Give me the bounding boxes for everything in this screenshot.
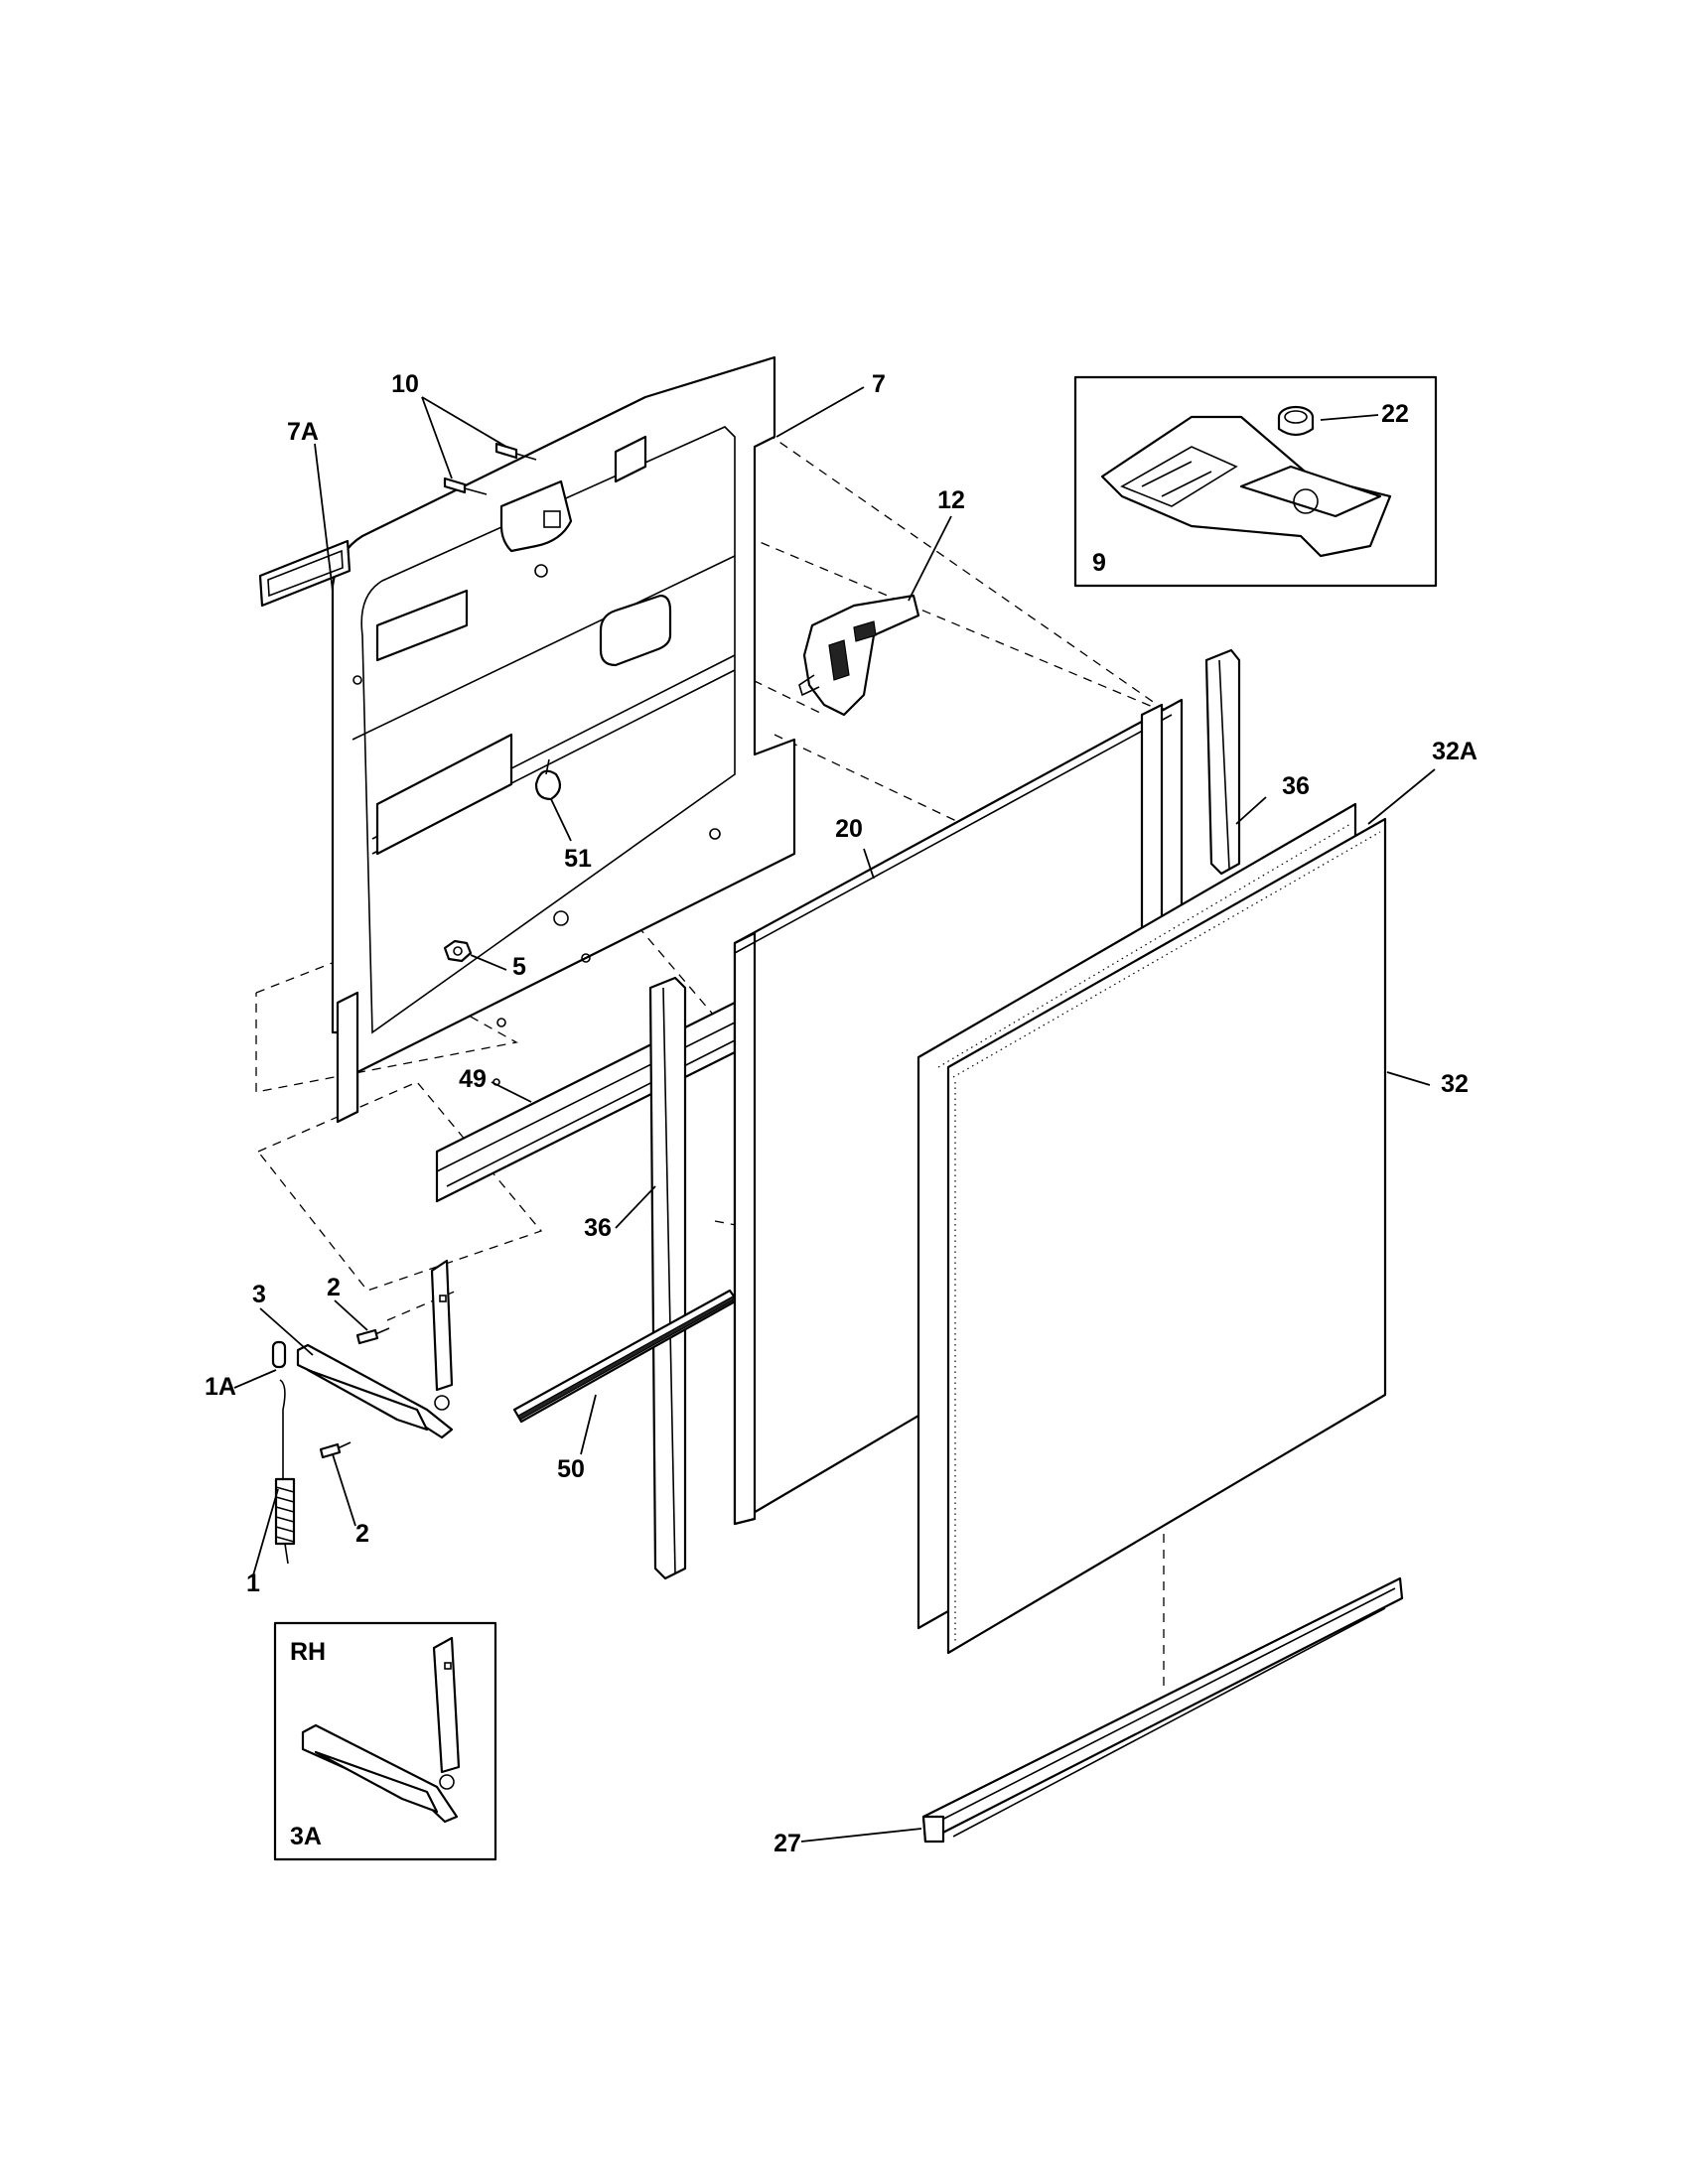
rh-hinge-detail-box (273, 1621, 497, 1861)
hinge-bracket-left (296, 1259, 454, 1439)
callout-labels: 10 7A 7 12 22 9 36 32A 20 51 5 49 32 36 … (205, 370, 1477, 1857)
callout-1a: 1A (205, 1373, 236, 1401)
wire-clip (534, 758, 562, 801)
callout-9: 9 (1092, 549, 1106, 577)
hinge-screws (319, 1327, 390, 1459)
callout-27: 27 (774, 1830, 801, 1857)
side-trim-left (648, 976, 687, 1580)
callout-20: 20 (835, 815, 863, 843)
callout-49: 49 (459, 1065, 487, 1093)
door-latch (798, 594, 920, 717)
spring-hook (271, 1340, 287, 1369)
callout-36-top: 36 (1282, 772, 1310, 800)
callout-51: 51 (564, 845, 592, 873)
door-bottom-channel (435, 1001, 737, 1203)
callout-1: 1 (246, 1570, 260, 1597)
callout-22: 22 (1381, 400, 1409, 428)
bottom-trim-27 (921, 1576, 1404, 1843)
callout-5: 5 (512, 953, 526, 981)
door-panel-32 (946, 817, 1387, 1655)
inner-door-panel (331, 355, 796, 1124)
callout-32: 32 (1441, 1070, 1469, 1098)
door-vent (258, 539, 352, 608)
callout-2-top: 2 (327, 1274, 341, 1301)
callout-12: 12 (937, 486, 965, 514)
hex-nut (443, 939, 473, 963)
callout-2-bottom: 2 (355, 1520, 369, 1548)
callout-32a: 32A (1432, 738, 1477, 765)
callout-rh: RH (290, 1638, 326, 1666)
callout-3: 3 (252, 1281, 266, 1308)
callout-10: 10 (391, 370, 419, 398)
side-trim-right (1204, 648, 1241, 876)
leader-lines (233, 386, 1436, 1843)
callout-50: 50 (557, 1455, 585, 1483)
callout-36-bottom: 36 (584, 1214, 612, 1242)
callout-3a: 3A (290, 1823, 322, 1850)
callout-7: 7 (872, 370, 886, 398)
door-seal-strip (512, 1289, 739, 1424)
dispenser-detail-box (1073, 375, 1438, 588)
callout-7a: 7A (287, 418, 319, 446)
door-spring (274, 1379, 296, 1565)
screws-10 (443, 442, 537, 495)
